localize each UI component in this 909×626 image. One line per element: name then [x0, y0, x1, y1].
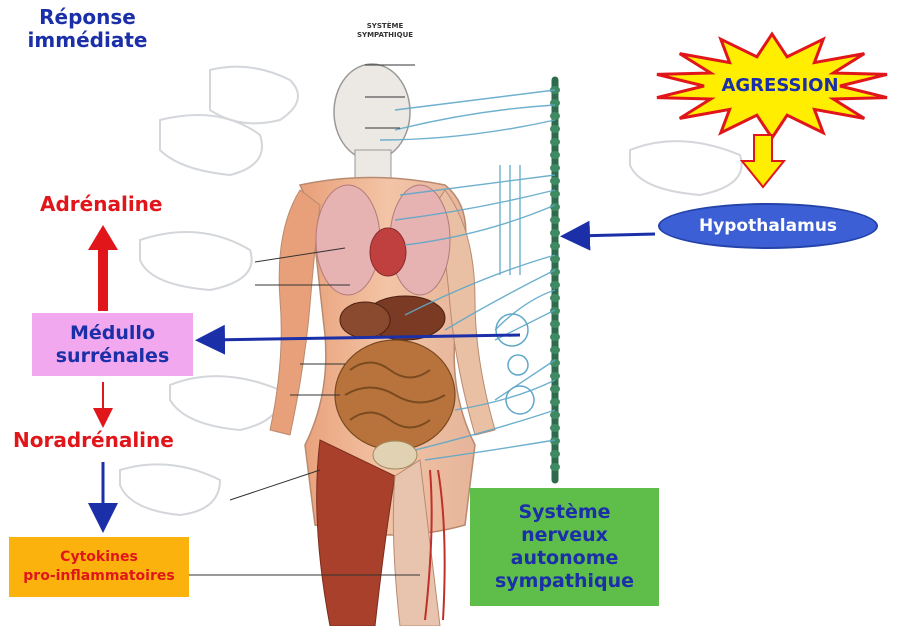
ganglion: [550, 450, 560, 458]
ganglion: [550, 398, 560, 406]
ganglion: [550, 125, 560, 133]
ganglion: [550, 333, 560, 341]
ganglion: [550, 216, 560, 224]
adrenaline-label: Adrénaline: [40, 193, 162, 216]
ganglion: [550, 346, 560, 354]
noradrenaline-label: Noradrénaline: [13, 429, 174, 452]
sympathetic-system-box: Système nerveux autonome sympathique: [470, 488, 659, 606]
agression-label: AGRESSION: [690, 75, 870, 96]
ganglion: [550, 242, 560, 250]
ganglion: [550, 424, 560, 432]
ganglion: [550, 112, 560, 120]
medullo-surrenales-box: Médullo surrénales: [32, 313, 193, 376]
ganglion: [550, 151, 560, 159]
ganglion: [550, 411, 560, 419]
ganglion: [550, 320, 560, 328]
ganglion: [550, 294, 560, 302]
medullo-to-adrenaline-arrow: [88, 225, 118, 311]
hypothalamus-ellipse: Hypothalamus: [658, 203, 878, 249]
ganglion: [550, 177, 560, 185]
ganglion: [550, 229, 560, 237]
ganglion: [550, 463, 560, 471]
ganglion: [550, 164, 560, 172]
ganglion: [550, 372, 560, 380]
response-title: Réponse immédiate: [20, 6, 155, 52]
hypothalamus-to-chain-arrow: [575, 234, 655, 236]
cytokines-box: Cytokines pro-inflammatoires: [9, 537, 189, 597]
agression-to-hypothalamus-arrow: [742, 135, 784, 187]
figure-header-line-1: SYSTÈME: [367, 21, 404, 30]
ganglion: [550, 281, 560, 289]
figure-header-line-2: SYMPATHIQUE: [357, 31, 413, 39]
ganglion: [550, 385, 560, 393]
ganglion: [550, 138, 560, 146]
